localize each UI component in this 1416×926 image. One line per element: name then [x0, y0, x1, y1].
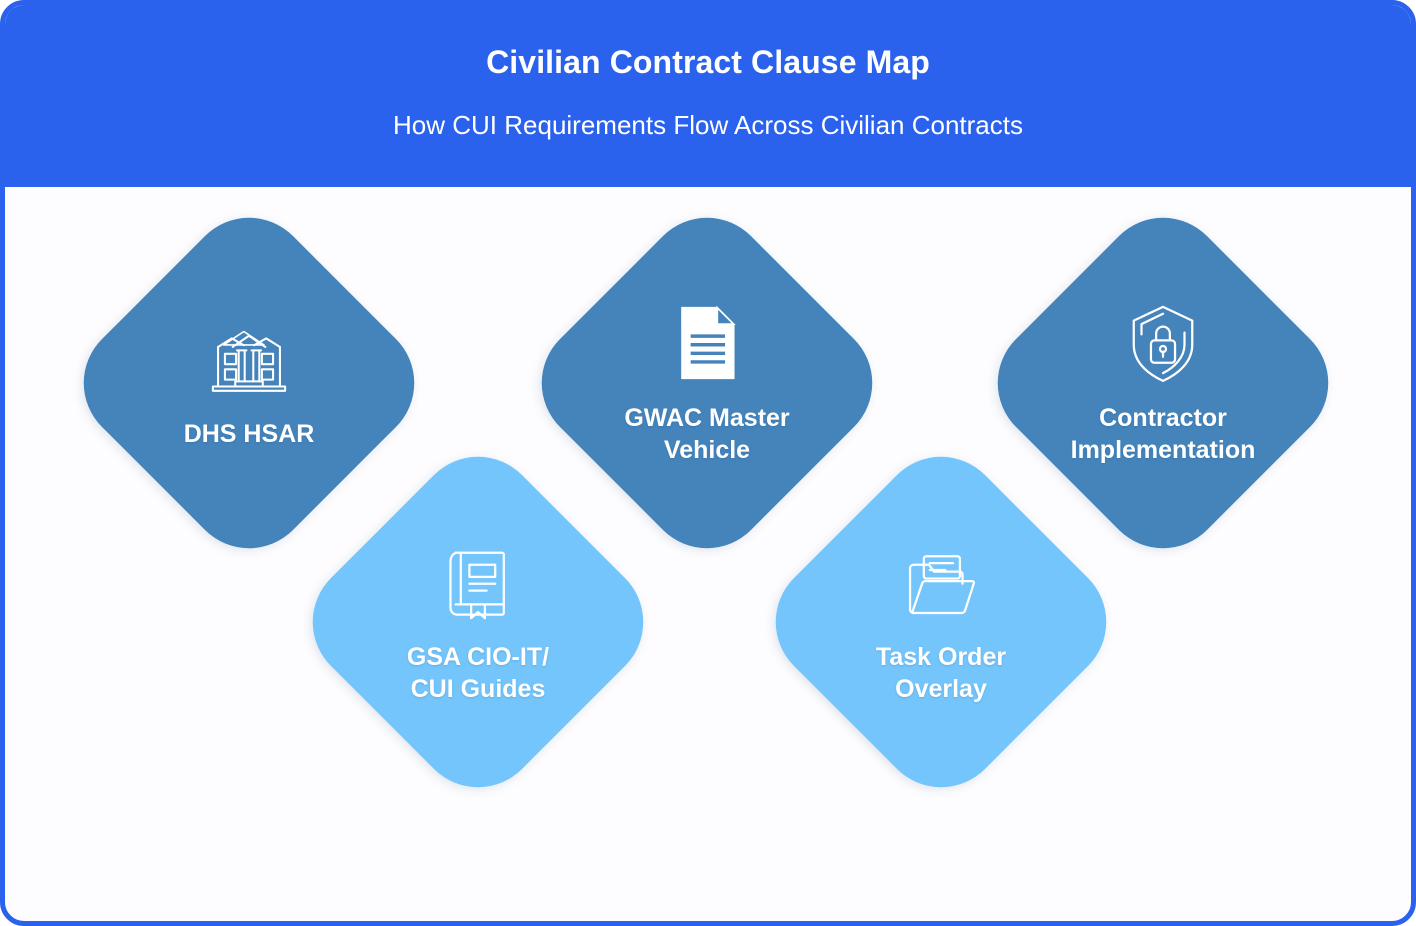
- diagram-node-task-order-overlay[interactable]: Task Order Overlay: [750, 431, 1132, 813]
- page-title: Civilian Contract Clause Map: [486, 44, 930, 80]
- node-content: Contractor Implementation: [1018, 300, 1308, 466]
- node-label: DHS HSAR: [183, 420, 315, 448]
- node-content: Task Order Overlay: [796, 539, 1086, 705]
- diagram-node-gwac-master-vehicle[interactable]: GWAC Master Vehicle: [516, 192, 898, 574]
- node-label: GSA CIO-IT/ CUI Guides: [406, 643, 550, 703]
- node-label: GWAC Master Vehicle: [624, 404, 790, 464]
- book-icon: [435, 539, 521, 625]
- diagram-node-gsa-cio-it-cui-guides[interactable]: GSA CIO-IT/ CUI Guides: [287, 431, 669, 813]
- shield-lock-icon: [1120, 300, 1206, 386]
- bank-building-icon: [206, 316, 292, 402]
- node-label: Contractor Implementation: [1070, 404, 1256, 464]
- diagram-node-dhs-hsar[interactable]: DHS HSAR: [58, 192, 440, 574]
- page-subtitle: How CUI Requirements Flow Across Civilia…: [393, 110, 1023, 141]
- header-banner: Civilian Contract Clause Map How CUI Req…: [5, 5, 1411, 187]
- diagram-node-contractor-implementation[interactable]: Contractor Implementation: [972, 192, 1354, 574]
- node-content: DHS HSAR: [104, 316, 394, 450]
- node-content: GWAC Master Vehicle: [562, 300, 852, 466]
- node-content: GSA CIO-IT/ CUI Guides: [333, 539, 623, 705]
- node-label: Task Order Overlay: [875, 643, 1007, 703]
- folder-icon: [898, 539, 984, 625]
- clause-flow-diagram: DHS HSAR: [5, 187, 1411, 921]
- document-icon: [664, 300, 750, 386]
